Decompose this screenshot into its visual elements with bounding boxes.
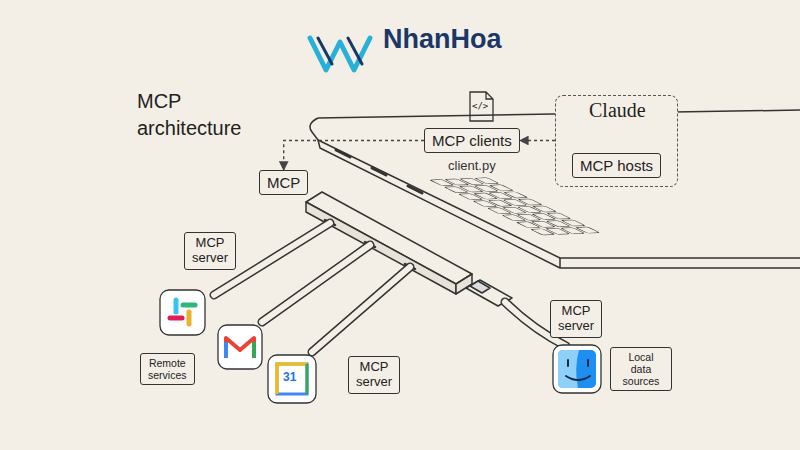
key [475, 178, 499, 184]
nhanhoa-logo-mark [310, 38, 370, 70]
box-label: MCP [267, 174, 300, 191]
code-glyph: </> [472, 101, 488, 111]
calendar-date: 31 [283, 370, 296, 384]
logo-stroke [348, 38, 362, 64]
calendar-frame [277, 364, 307, 394]
key [561, 228, 585, 234]
note-box: Local data sources [610, 347, 672, 391]
bar [174, 300, 179, 312]
bar [170, 316, 182, 321]
icon-tile [553, 345, 601, 393]
brand-logo-text: NhanHoa [383, 24, 502, 55]
key [546, 221, 570, 227]
key [531, 221, 555, 227]
key [445, 179, 469, 185]
slack-icon [160, 290, 205, 335]
key [533, 206, 557, 212]
calendar-side [306, 364, 309, 394]
gmail-icon [218, 325, 262, 369]
finder-light [558, 350, 579, 388]
key [504, 192, 528, 198]
key [576, 227, 600, 233]
diagram-title: MCP architecture [137, 88, 267, 142]
calendar-icon [268, 355, 316, 403]
finder-smile [566, 360, 590, 380]
key [459, 186, 483, 192]
key [430, 180, 454, 186]
doc-icon [470, 92, 493, 121]
box-label: Local data sources [618, 351, 664, 387]
hub-end [456, 274, 472, 294]
key [489, 185, 513, 191]
key [473, 201, 497, 207]
box-label: MCP server [558, 304, 594, 334]
host-box: MCP hosts [572, 153, 661, 178]
bar [183, 303, 195, 308]
gmail-m [226, 338, 254, 358]
usb-hub [306, 192, 512, 306]
hub-side [306, 202, 456, 294]
finder-face [558, 350, 596, 388]
mcp-box: MCP [259, 170, 308, 195]
note-box: Remote services [140, 353, 195, 385]
key [518, 199, 542, 205]
box-label: Remote services [148, 357, 187, 381]
logo-stroke [318, 38, 332, 64]
gmail-left [224, 342, 228, 358]
key [532, 214, 556, 220]
key [561, 220, 585, 226]
key [518, 206, 542, 212]
file-name: client.py [446, 158, 498, 173]
box-label: MCP clients [432, 132, 512, 149]
bar [187, 312, 192, 324]
box-label: MCP hosts [580, 157, 653, 174]
server-box: MCP server [184, 232, 236, 270]
key [503, 207, 527, 213]
gmail-right [252, 342, 256, 358]
icon-tile [160, 290, 205, 335]
key [488, 208, 512, 214]
key [474, 193, 498, 199]
key [460, 178, 484, 184]
doc-outline [470, 92, 493, 121]
key [474, 185, 498, 191]
calendar-corner [277, 364, 307, 394]
box-label: MCP server [356, 360, 392, 390]
cable-body [214, 223, 566, 352]
dashed-connector [284, 141, 424, 171]
logo-stroke [310, 38, 370, 70]
client-box: MCP clientsclient.py [424, 128, 520, 153]
key [503, 199, 527, 205]
key [502, 215, 526, 221]
key [517, 214, 541, 220]
server-box: MCP server [348, 356, 400, 394]
key [516, 222, 540, 228]
key [444, 187, 468, 193]
key [488, 200, 512, 206]
cable-outline [214, 223, 566, 352]
dashed-connector [520, 140, 555, 141]
usb-metal [470, 281, 490, 293]
server-box: MCP server [550, 300, 602, 338]
finder-icon [553, 345, 601, 393]
host-group: ClaudeMCP hosts [555, 95, 678, 187]
key [459, 194, 483, 200]
laptop-ports [336, 150, 422, 193]
key [489, 192, 513, 198]
key [531, 229, 555, 235]
slack-bars [170, 300, 195, 324]
icon-tile [268, 355, 316, 403]
key [546, 228, 570, 234]
key [547, 213, 571, 219]
box-label: MCP server [192, 236, 228, 266]
brand-name: Claude [589, 99, 646, 122]
icon-tile [218, 325, 262, 369]
cables [214, 223, 566, 352]
